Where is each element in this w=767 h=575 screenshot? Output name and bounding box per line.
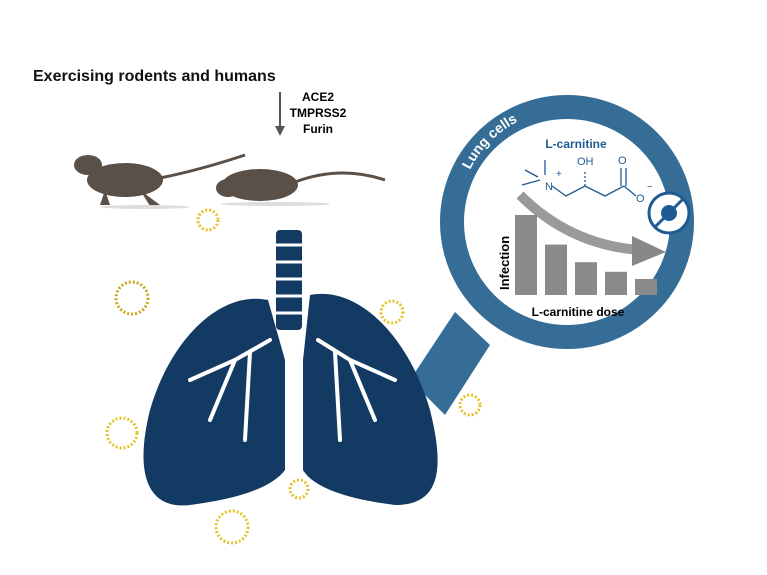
chart-bar-1 [515, 215, 537, 295]
positive-charge: + [556, 169, 562, 180]
lungs-icon [143, 230, 438, 506]
down-arrow-icon [275, 92, 285, 136]
carbonyl-oxygen: O [618, 155, 627, 167]
factor-furin: Furin [303, 122, 333, 136]
factor-ace2: ACE2 [302, 90, 334, 104]
magnifier-handle [410, 312, 490, 415]
infection-bar-chart [515, 215, 657, 295]
decrease-arrow [516, 191, 641, 255]
nitrogen-label: N [545, 181, 553, 193]
chart-bar-2 [545, 244, 567, 295]
title: Exercising rodents and humans [33, 68, 276, 85]
chart-bar-5 [635, 279, 657, 295]
molecule-name: L-carnitine [545, 137, 607, 151]
chart-bar-4 [605, 271, 627, 295]
factor-tmprss2: TMPRSS2 [290, 106, 347, 120]
chart-bar-3 [575, 262, 597, 295]
chart-xlabel: L-carnitine dose [532, 305, 625, 319]
no-virus-icon [647, 191, 691, 235]
arrow-head [632, 236, 666, 266]
virus-particles [105, 208, 482, 545]
l-carnitine-structure [521, 160, 637, 197]
running-rodent-icon [74, 153, 246, 209]
negative-charge: − [647, 182, 653, 193]
chart-ylabel: Infection [497, 236, 512, 290]
hydroxyl-label: OH [577, 156, 594, 168]
crouching-rodent-icon [216, 169, 386, 206]
carboxylate-oxygen: O [636, 193, 645, 205]
